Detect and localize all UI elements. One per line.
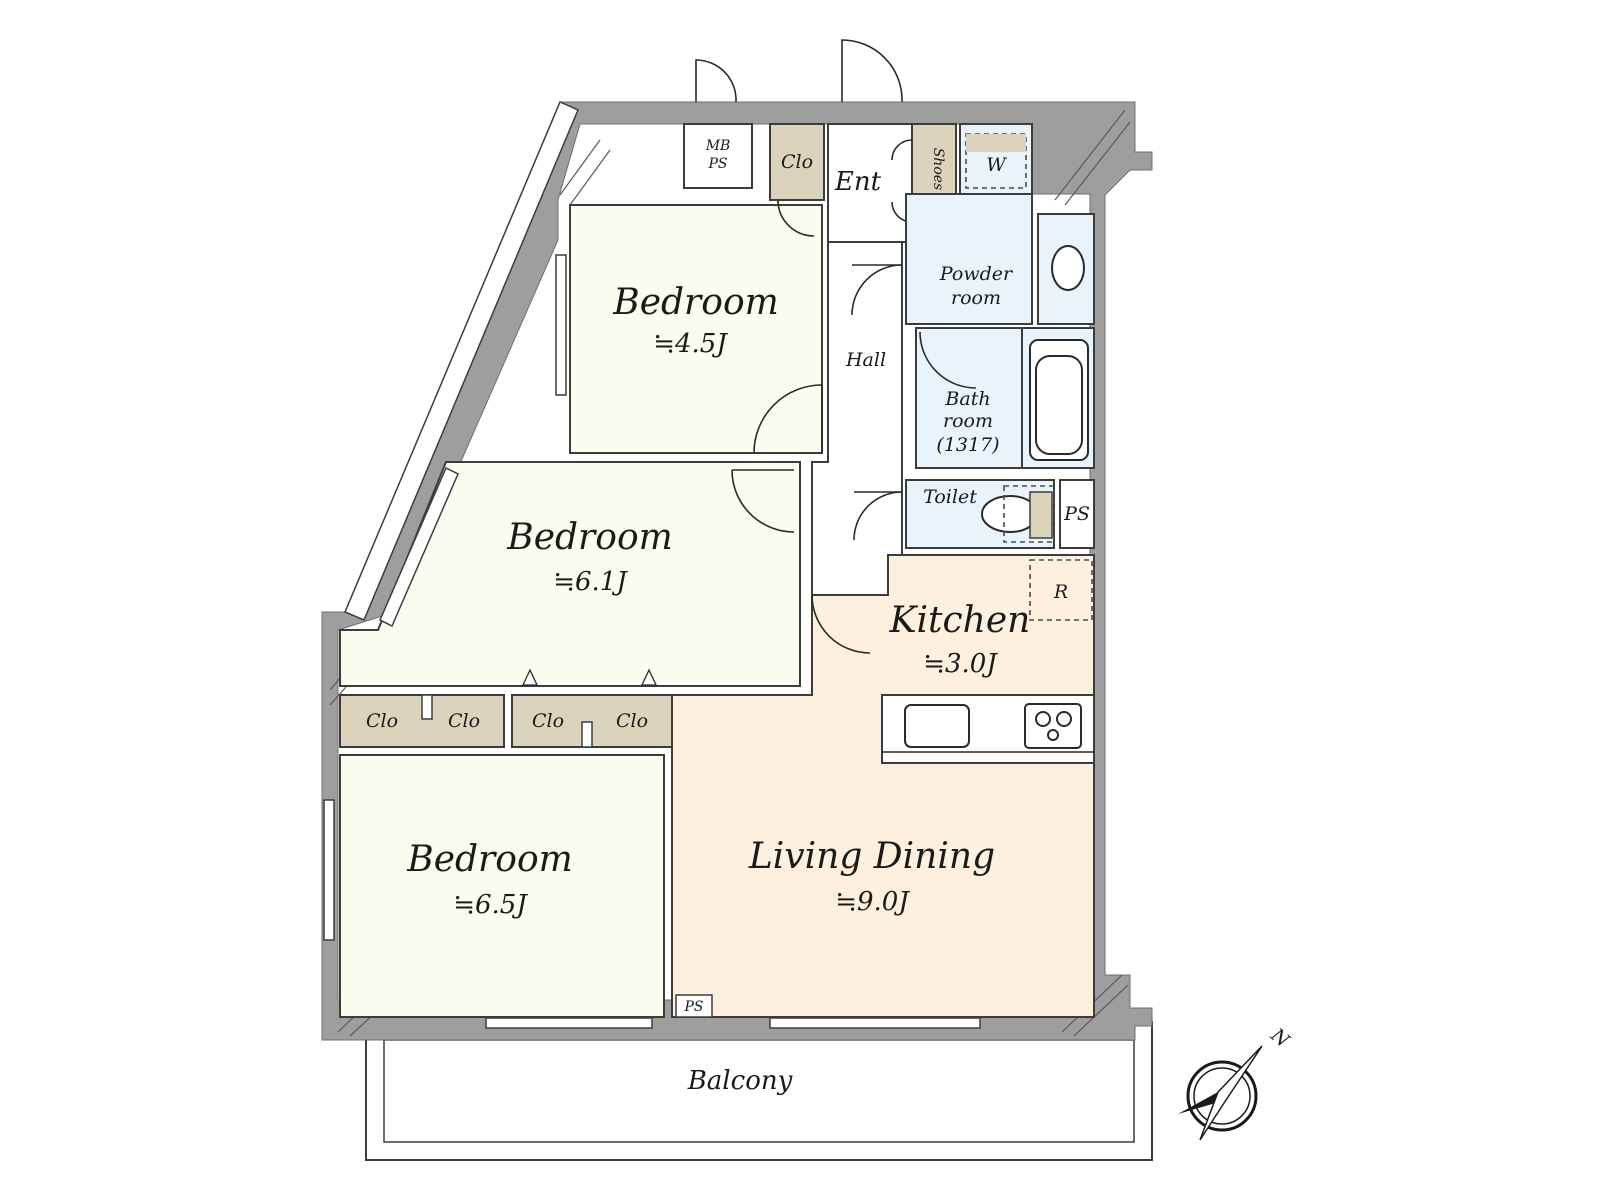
washer-area: W xyxy=(959,123,1033,195)
closet-top-label: Clo xyxy=(781,151,813,173)
living-dining-label: Living Dining xyxy=(748,836,995,877)
ps-toilet-label: PS xyxy=(1063,503,1090,525)
sink xyxy=(904,704,970,748)
powder-room-label-2: room xyxy=(951,287,1001,309)
bath-door[interactable] xyxy=(919,331,977,389)
closet-row: Clo Clo Clo Clo xyxy=(339,668,675,772)
bedroom-6-1: Bedroom ≒6.1J xyxy=(339,461,801,687)
toilet-label: Toilet xyxy=(923,486,977,508)
closet-2-label: Clo xyxy=(448,710,480,732)
bath-label-2: room xyxy=(943,410,993,432)
mb-door[interactable] xyxy=(695,59,737,103)
powder-room-label-1: Powder xyxy=(939,263,1014,285)
powder-door[interactable] xyxy=(851,264,903,316)
entrance-label: Ent xyxy=(834,167,882,197)
toilet-door[interactable] xyxy=(853,491,903,541)
front-door[interactable] xyxy=(841,39,903,103)
living-dining-size: ≒9.0J xyxy=(835,887,910,917)
bedroom-6-5-window xyxy=(323,799,335,941)
living-door[interactable] xyxy=(811,594,871,654)
mb-label: MB xyxy=(705,138,731,154)
closet-3-label: Clo xyxy=(532,710,564,732)
toilet: Toilet PS xyxy=(905,479,1095,549)
living-dining-kitchen: Kitchen ≒3.0J Living Dining ≒9.0J R PS xyxy=(671,554,1095,1029)
bath-label-3: (1317) xyxy=(936,434,999,456)
closet-4-label: Clo xyxy=(616,710,648,732)
bath-room: Bath room (1317) xyxy=(915,327,1095,469)
washer-label: W xyxy=(986,154,1007,176)
bedroom-6-5-size: ≒6.5J xyxy=(453,890,528,920)
refrigerator xyxy=(1029,559,1093,621)
compass: N xyxy=(1178,1024,1295,1141)
bath-label-1: Bath xyxy=(944,388,990,410)
kitchen-size: ≒3.0J xyxy=(923,649,998,679)
stove xyxy=(1024,703,1082,749)
bedroom-6-1-size: ≒6.1J xyxy=(553,567,628,597)
storage-top: Clo MB PS xyxy=(683,59,825,237)
bedroom-6-1-door[interactable] xyxy=(731,469,795,533)
bedroom-4-5-size: ≒4.5J xyxy=(653,329,728,359)
refrigerator-label: R xyxy=(1053,581,1068,603)
bedroom-6-5-label: Bedroom xyxy=(406,839,573,880)
ps-label: PS xyxy=(707,156,727,172)
bedroom-4-5-label: Bedroom xyxy=(612,282,779,323)
bedroom-6-1-window xyxy=(379,466,459,628)
closet-1-label: Clo xyxy=(366,710,398,732)
hall: Hall xyxy=(811,241,903,596)
wash-basin xyxy=(1051,245,1085,291)
balcony: Balcony xyxy=(365,1021,1153,1161)
hall-label: Hall xyxy=(845,349,886,371)
powder-room: Powder room xyxy=(905,193,1095,325)
balcony-label: Balcony xyxy=(687,1066,793,1096)
bedroom-4-5-window xyxy=(555,254,567,396)
bedroom-4-5-door[interactable] xyxy=(753,384,823,454)
bedroom-6-1-label: Bedroom xyxy=(506,517,673,558)
compass-north-label: N xyxy=(1266,1024,1295,1053)
bedroom-4-5: Bedroom ≒4.5J xyxy=(555,204,823,454)
bedroom-6-5: Bedroom ≒6.5J xyxy=(323,754,665,1029)
ps-bottom-label: PS xyxy=(683,999,703,1015)
kitchen-label: Kitchen xyxy=(889,600,1031,641)
